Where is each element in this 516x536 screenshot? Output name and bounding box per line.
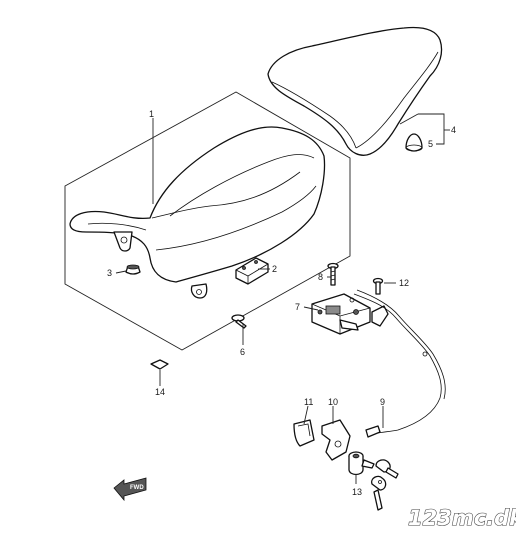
front-seat-drawing: [69, 126, 326, 299]
part-number-14: 14: [155, 387, 165, 397]
part-number-11: 11: [304, 397, 313, 407]
forward-marker: FWD: [113, 477, 147, 502]
seat-lock-cable-drawing: [353, 289, 446, 438]
cushion-drawing: [125, 264, 141, 275]
part-number-7: 7: [295, 302, 300, 312]
part-number-2: 2: [272, 264, 277, 274]
part-number-13: 13: [352, 487, 362, 497]
cushion-block-drawing: [235, 257, 269, 285]
part-number-10: 10: [328, 397, 338, 407]
lock-set-drawing: [348, 451, 399, 511]
arrow-left-icon: [113, 477, 147, 502]
bracket-11-drawing: [293, 419, 315, 447]
leader-lines: [115, 113, 450, 484]
seat-assembly-frame: [64, 91, 351, 351]
part-numbers: 1 2 3 4 5 6 7 8 9 10 11 12 13 14: [107, 109, 456, 497]
part-number-3: 3: [107, 268, 112, 278]
part-number-5: 5: [428, 139, 433, 149]
part-number-12: 12: [399, 278, 409, 288]
label-14-drawing: [150, 359, 169, 370]
bolt-12-drawing: [372, 277, 384, 295]
seat-lock-drawing: [311, 293, 389, 335]
forward-label: FWD: [130, 485, 144, 491]
watermark: 123mc.dk: [408, 506, 516, 530]
part-number-4: 4: [451, 125, 456, 135]
rear-seat-drawing: [267, 26, 443, 156]
bolt-6-drawing: [231, 314, 247, 329]
part-number-6: 6: [240, 347, 245, 357]
part-number-9: 9: [380, 397, 385, 407]
part-number-8: 8: [318, 272, 323, 282]
part-number-1: 1: [149, 109, 154, 119]
bolt-8-drawing: [327, 262, 339, 286]
rubber-cushion-drawing: [405, 133, 423, 152]
holder-10-drawing: [321, 419, 351, 461]
